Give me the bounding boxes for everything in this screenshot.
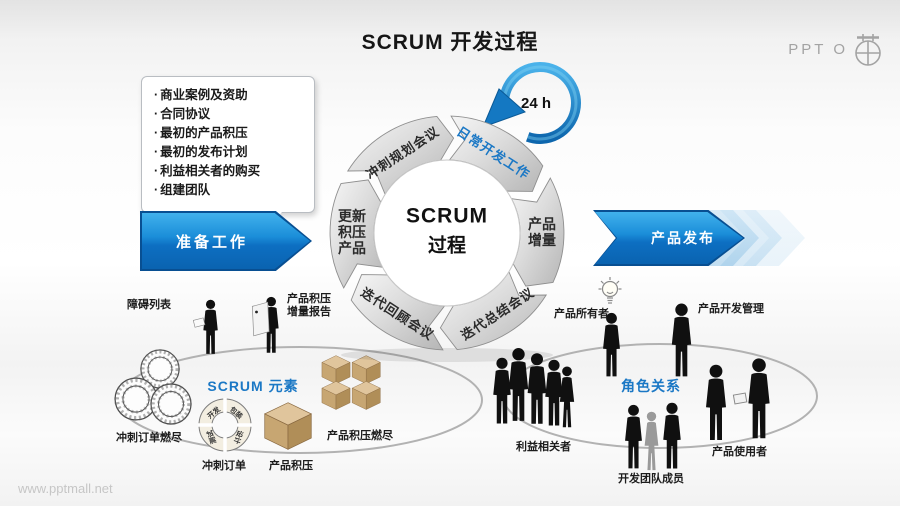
release-arrow-label: 产品发布 <box>651 230 715 246</box>
segment-label-update-backlog: 更新 积压 产品 <box>338 208 366 256</box>
pptmall-logo: PPT O <box>788 30 886 68</box>
people-dev-team <box>625 402 681 471</box>
lightbulb-icon <box>598 277 622 304</box>
preparation-list: 商业案例及资助 合同协议 最初的产品积压 最初的发布计划 利益相关者的购买 组建… <box>154 86 304 200</box>
dev-team-label: 开发团队成员 <box>618 473 684 485</box>
list-item: 合同协议 <box>154 105 304 124</box>
sprint-order-label: 冲刺订单 <box>202 460 246 472</box>
wheel-center-label: SCRUM 过程 <box>406 205 488 258</box>
arrow-fill <box>595 212 743 264</box>
person-product-owner <box>603 312 620 377</box>
product-dev-management-label: 产品开发管理 <box>698 303 764 315</box>
pptmall-basket-icon <box>855 34 881 66</box>
wheel-center-line1: SCRUM <box>406 204 488 228</box>
loop-arrowhead <box>482 88 526 128</box>
person-product-dev-management <box>671 303 692 377</box>
product-backlog-box <box>264 402 312 450</box>
watermark: www.pptmall.net <box>18 481 113 496</box>
arrow-fill <box>142 213 310 269</box>
list-item: 最初的发布计划 <box>154 143 304 162</box>
segment-label-product-increment: 产品 增量 <box>528 216 556 248</box>
product-backlog-burndown-label: 产品积压燃尽 <box>327 430 393 442</box>
product-users-label: 产品使用者 <box>712 446 767 458</box>
logo-text: PPT O <box>788 40 848 58</box>
roles-group-title: 角色关系 <box>621 378 681 394</box>
sprint-order-ring: 开发 包装 测试 设计 <box>198 398 252 452</box>
sprint-burndown-label: 冲刺订单燃尽 <box>116 432 182 444</box>
person-impediment-list <box>193 299 218 354</box>
impediment-list-label: 障碍列表 <box>127 299 171 311</box>
stakeholders-label: 利益相关者 <box>516 441 571 453</box>
preparation-panel: 商业案例及资助 合同协议 最初的产品积压 最初的发布计划 利益相关者的购买 组建… <box>141 76 315 213</box>
wheel-center-line2: 过程 <box>427 235 466 257</box>
scrum-cycle-wheel <box>329 115 565 362</box>
list-item: 组建团队 <box>154 181 304 200</box>
product-owner-label: 产品所有者 <box>554 308 609 320</box>
person-increment-report <box>251 296 279 353</box>
product-backlog-label: 产品积压 <box>269 460 313 472</box>
24h-loop-arrow <box>482 62 581 144</box>
list-item: 利益相关者的购买 <box>154 162 304 181</box>
elements-group-title: SCRUM 元素 <box>207 378 299 394</box>
release-arrow: 产品发布 <box>593 210 833 266</box>
loop-label: 24 h <box>520 95 551 112</box>
prepare-arrow: 准备工作 <box>140 211 312 271</box>
page-title: SCRUM 开发过程 <box>361 31 539 54</box>
list-item: 商业案例及资助 <box>154 86 304 105</box>
prepare-arrow-label: 准备工作 <box>175 233 248 251</box>
increment-report-label: 产品积压增量报告 <box>287 293 331 318</box>
people-product-users <box>706 358 770 440</box>
list-item: 最初的产品积压 <box>154 124 304 143</box>
sprint-burndown-coins <box>113 346 201 442</box>
wheel-center-circle <box>373 159 521 307</box>
